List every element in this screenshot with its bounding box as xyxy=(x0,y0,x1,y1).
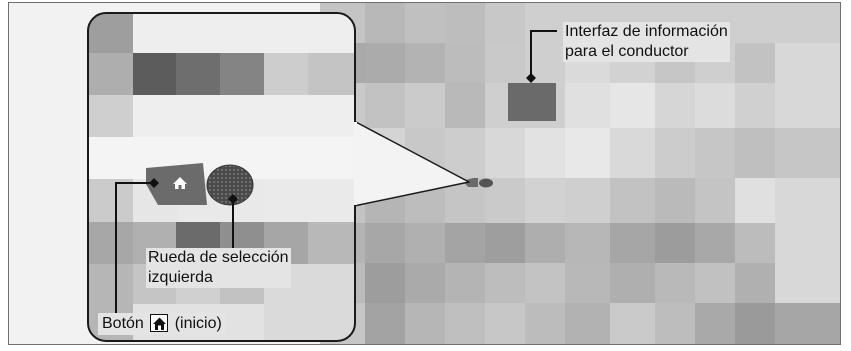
home-icon xyxy=(150,314,169,332)
home-icon xyxy=(173,177,187,189)
left-selector-wheel-label: Rueda de selección izquierda xyxy=(146,248,291,288)
driver-info-label-line1: Interfaz de información xyxy=(563,22,730,42)
home-button-label-suffix: (inicio) xyxy=(174,315,222,332)
zoom-panel xyxy=(88,13,355,341)
leader-markers xyxy=(149,73,536,204)
driver-info-interface-label: Interfaz de información para el conducto… xyxy=(563,22,730,62)
left-wheel-label-line1: Rueda de selección xyxy=(146,248,291,268)
left-selector-wheel-zoomed xyxy=(206,164,254,206)
driver-info-display xyxy=(508,83,556,121)
driver-info-label-line2: para el conductor xyxy=(563,42,730,62)
home-button-label-prefix: Botón xyxy=(102,315,144,332)
home-button-label: Botón (inicio) xyxy=(98,313,226,335)
left-wheel-label-line2: izquierda xyxy=(146,268,291,288)
